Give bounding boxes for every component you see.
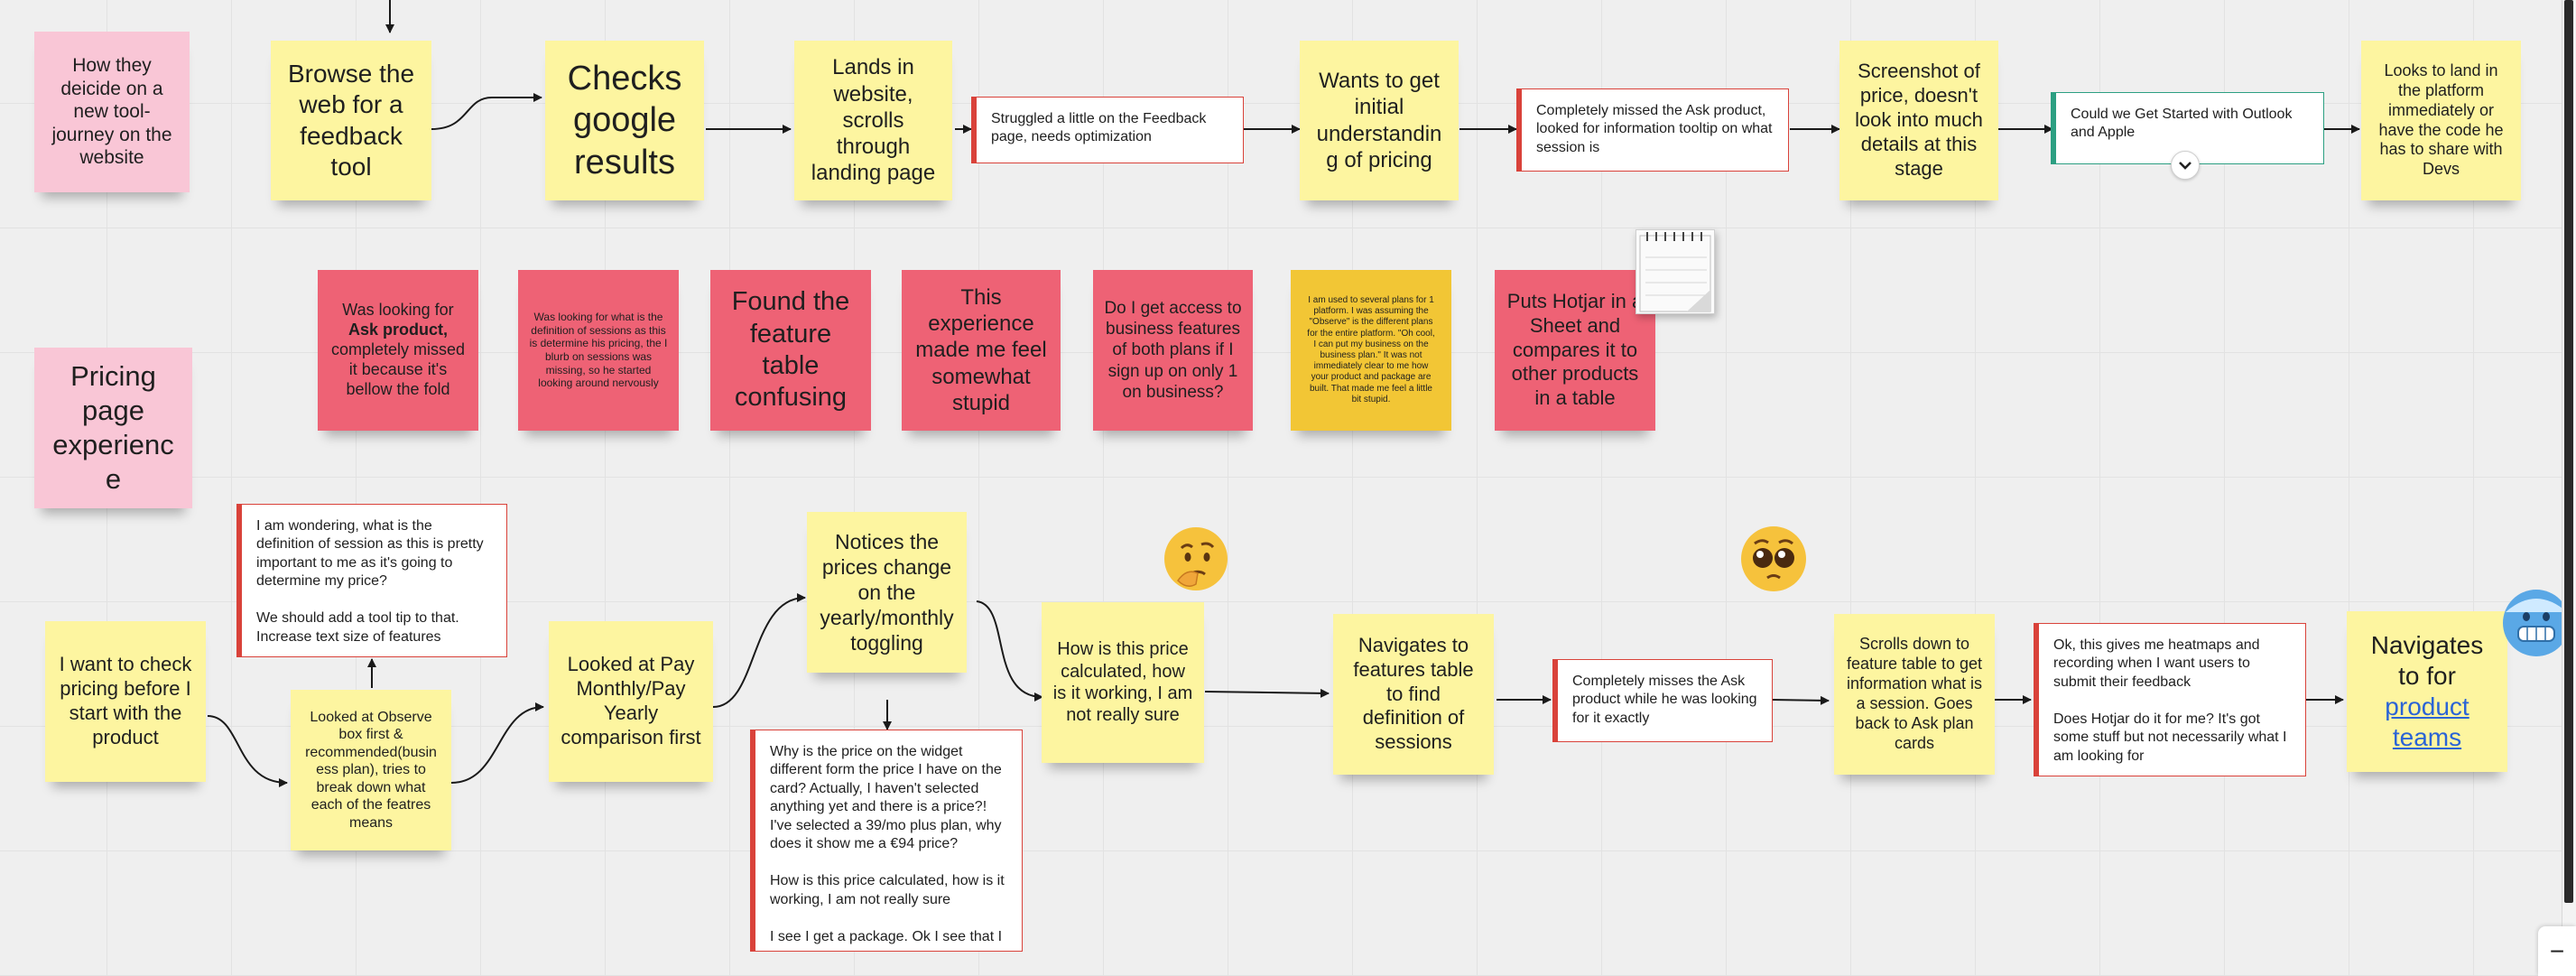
expand-button[interactable] (2171, 151, 2200, 180)
note-session-definition[interactable]: I am wondering, what is the definition o… (236, 504, 507, 657)
navigates-for-text: Navigates to for (2370, 630, 2484, 690)
sticky-business-features[interactable]: Do I get access to business features of … (1093, 270, 1253, 431)
product-teams-link[interactable]: product teams (2385, 692, 2469, 752)
row-label-journey[interactable]: How they deicide on a new tool-journey o… (34, 32, 190, 192)
sticky-sheet-compare[interactable]: Puts Hotjar in a Sheet and compares it t… (1495, 270, 1655, 431)
sticky-navigates-product-teams[interactable]: Navigates to for product teams (2347, 611, 2507, 772)
cold-face-icon (2503, 590, 2570, 656)
sticky-ask-product-missed[interactable]: Was looking for Ask product, completely … (318, 270, 478, 431)
sticky-observe-box[interactable]: Looked at Observe box first & recommende… (291, 690, 451, 851)
sticky-looks-to-land[interactable]: Looks to land in the platform immediatel… (2361, 41, 2521, 200)
note-heatmaps[interactable]: Ok, this gives me heatmaps and recording… (2034, 623, 2306, 776)
sticky-check-pricing[interactable]: I want to check pricing before I start w… (45, 621, 206, 782)
scrollbar-thumb[interactable] (2564, 0, 2573, 903)
sticky-feature-table-confusing[interactable]: Found the feature table confusing (710, 270, 871, 431)
sticky-scrolls-down[interactable]: Scrolls down to feature table to get inf… (1834, 614, 1995, 775)
ask-product-text-post: completely missed it because it's bellow… (330, 340, 466, 398)
connector (976, 600, 1043, 702)
connector (207, 715, 288, 787)
sticky-screenshot-price[interactable]: Screenshot of price, doesn't look into m… (1839, 41, 1998, 200)
connector (1204, 688, 1330, 698)
sticky-navigates-features[interactable]: Navigates to features table to find defi… (1333, 614, 1494, 775)
row-label-pricing[interactable]: Pricing page experience (34, 348, 192, 508)
connector (431, 93, 542, 130)
thinking-face-icon (1164, 527, 1228, 590)
note-widget-price[interactable]: Why is the price on the widget different… (750, 730, 1023, 952)
sticky-how-calculated[interactable]: How is this price calculated, how is it … (1042, 602, 1204, 763)
note-misses-ask[interactable]: Completely misses the Ask product while … (1552, 659, 1773, 742)
chevron-down-icon (2179, 162, 2191, 170)
notepad-icon (1635, 229, 1715, 314)
sticky-browse[interactable]: Browse the web for a feedback tool (271, 41, 431, 200)
sticky-pay-monthly[interactable]: Looked at Pay Monthly/Pay Yearly compari… (549, 621, 713, 782)
sticky-sessions-definition[interactable]: Was looking for what is the definition o… (518, 270, 679, 431)
ask-product-bold: Ask product, (347, 321, 448, 339)
connector (712, 593, 806, 708)
sticky-lands[interactable]: Lands in website, scrolls through landin… (794, 41, 952, 200)
note-missed-ask[interactable]: Completely missed the Ask product, looke… (1516, 88, 1789, 172)
pleading-face-icon (1741, 526, 1806, 591)
ask-product-text-pre: Was looking for (342, 301, 454, 320)
connector (1771, 695, 1830, 705)
sticky-notices-prices[interactable]: Notices the prices change on the yearly/… (807, 512, 967, 673)
note-feedback-page[interactable]: Struggled a little on the Feedback page,… (971, 97, 1244, 163)
zoom-out-button[interactable]: − (2538, 926, 2576, 976)
connector (450, 702, 544, 784)
sticky-checks-google[interactable]: Checks google results (545, 41, 704, 200)
sticky-several-plans[interactable]: I am used to several plans for 1 platfor… (1291, 270, 1451, 431)
sticky-felt-stupid[interactable]: This experience made me feel somewhat st… (902, 270, 1061, 431)
sticky-wants-pricing[interactable]: Wants to get initial understanding of pr… (1300, 41, 1459, 200)
